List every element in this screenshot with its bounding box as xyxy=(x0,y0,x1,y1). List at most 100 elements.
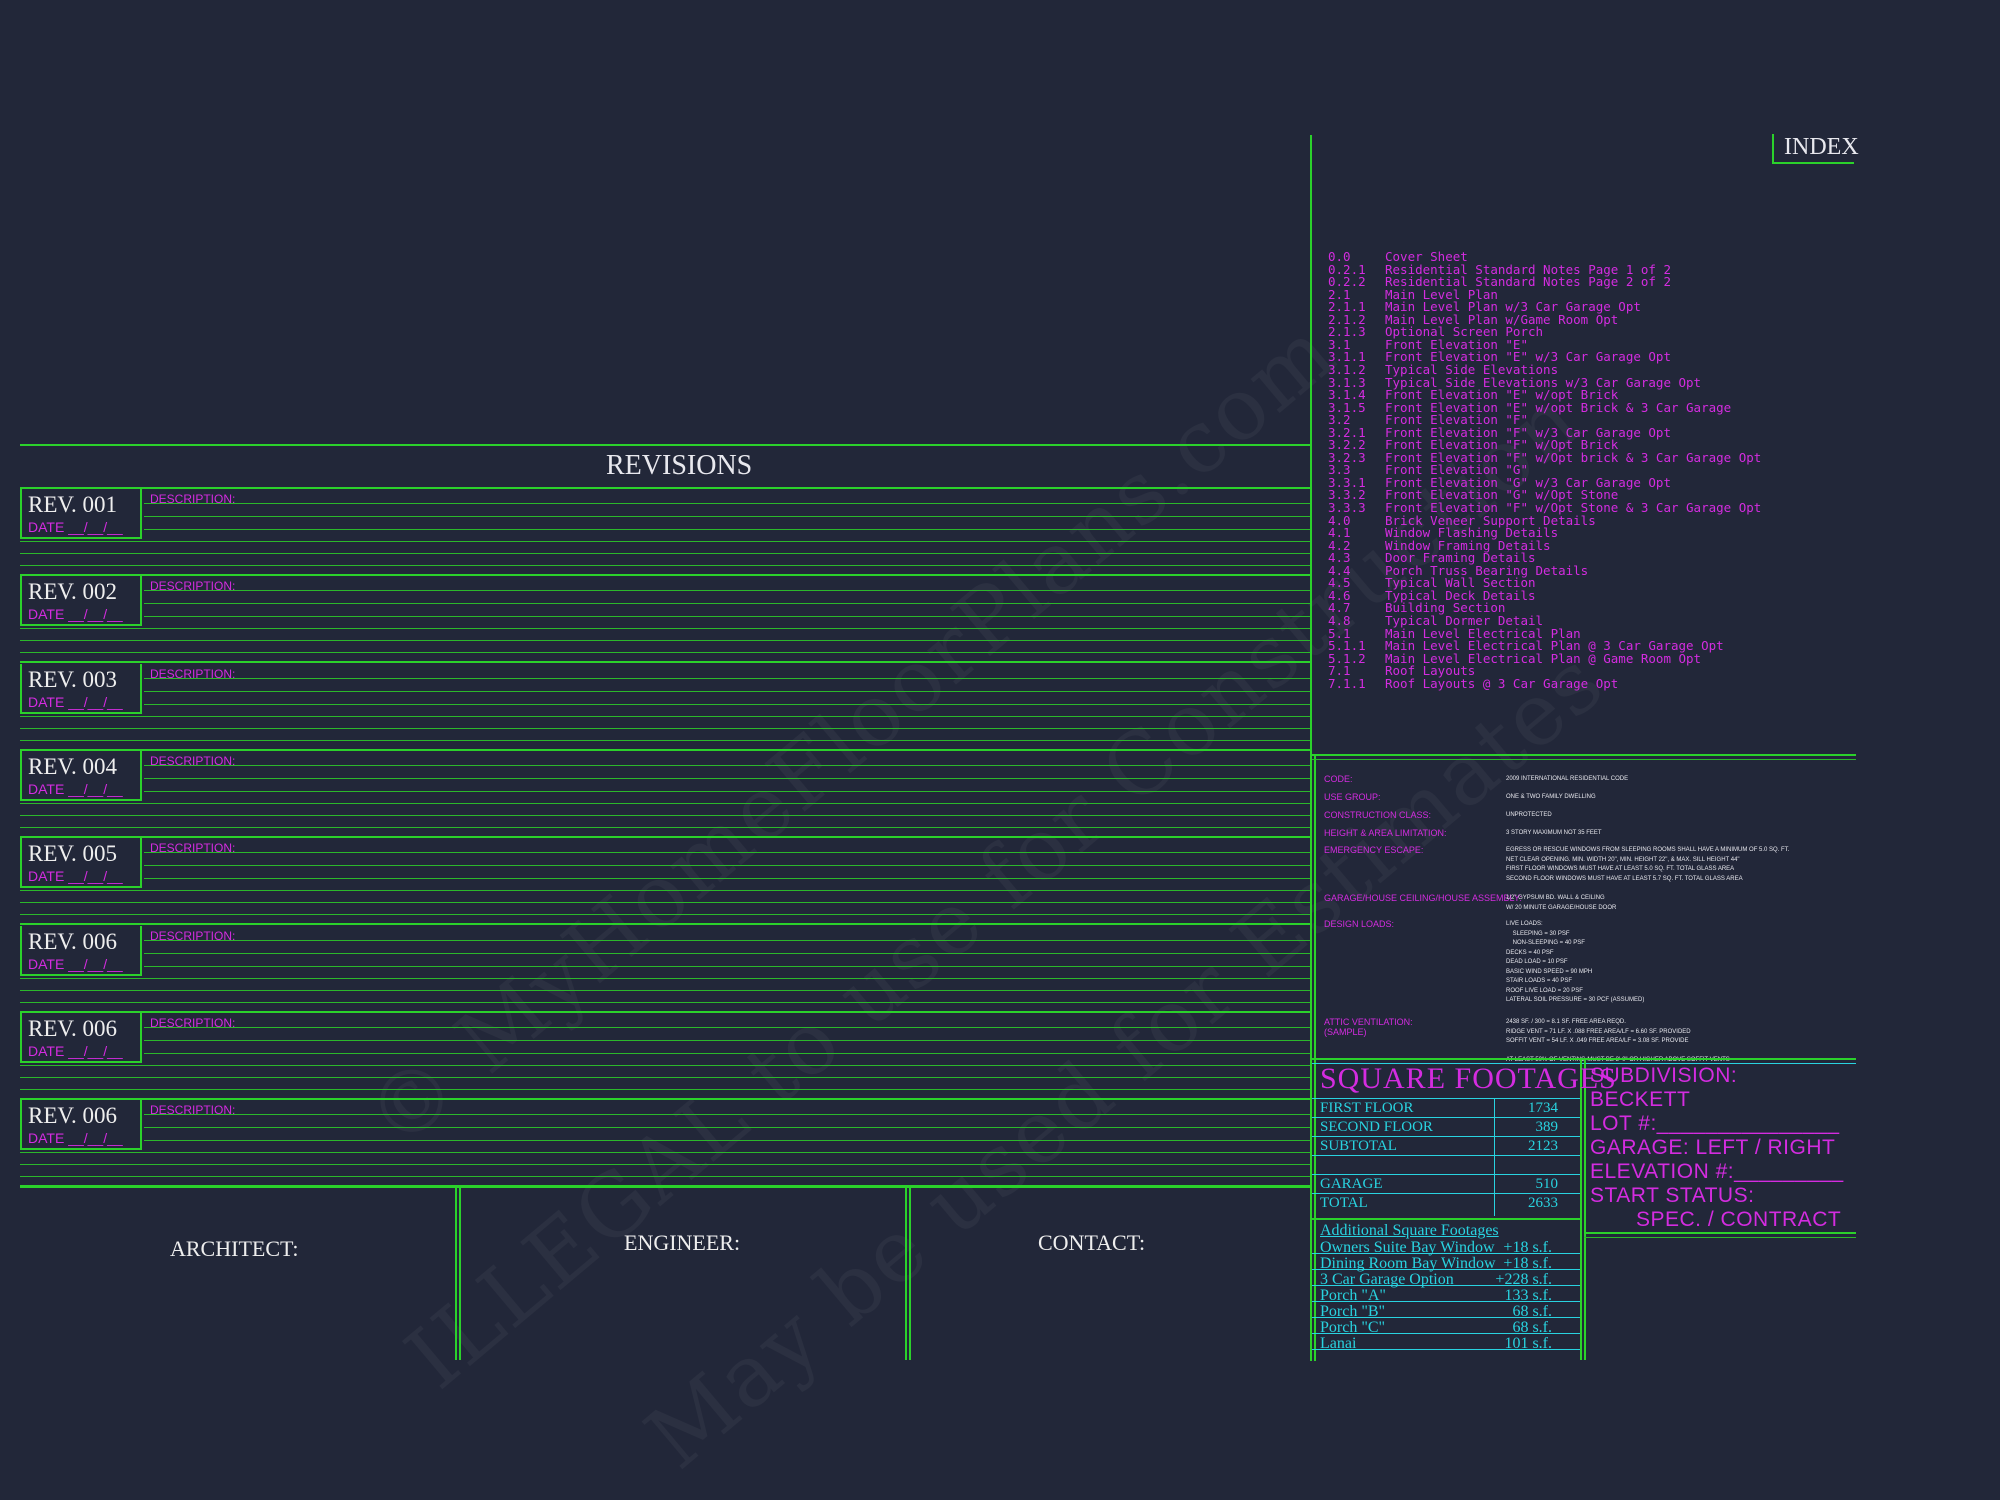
index-sheet-name: Typical Dormer Detail xyxy=(1385,612,1544,628)
start-status-label: START STATUS: xyxy=(1590,1184,1755,1207)
revision-separator xyxy=(20,923,1310,925)
revision-line xyxy=(20,565,1310,566)
index-sheet-number: 3.3 xyxy=(1328,462,1351,478)
index-sheet-name: Front Elevation "E" w/opt Brick & 3 Car … xyxy=(1385,399,1732,415)
index-sheet-number: 3.2.2 xyxy=(1328,437,1366,453)
revision-label: REV. 005 xyxy=(28,841,118,866)
revision-date[interactable]: DATE __/__/__ xyxy=(28,1043,123,1059)
index-sheet-number: 2.1.1 xyxy=(1328,299,1366,315)
revision-description-label: DESCRIPTION: xyxy=(150,754,236,768)
square-footage-value: 389 xyxy=(1535,1119,1559,1135)
revisions-title: REVISIONS xyxy=(606,450,753,481)
revision-date[interactable]: DATE __/__/__ xyxy=(28,868,123,884)
contact-label: CONTACT: xyxy=(1038,1230,1146,1255)
index-sheet-name: Main Level Electrical Plan @ 3 Car Garag… xyxy=(1385,638,1724,654)
subdivision-bottom-border-2 xyxy=(1584,1237,1856,1238)
additional-footage-label: 3 Car Garage Option xyxy=(1320,1271,1454,1288)
code-label: CONSTRUCTION CLASS: xyxy=(1324,810,1432,820)
additional-footages-title: Additional Square Footages xyxy=(1320,1222,1499,1239)
revision-date[interactable]: DATE __/__/__ xyxy=(28,694,123,710)
revision-box xyxy=(20,664,142,714)
revision-line xyxy=(144,516,1310,517)
revision-line xyxy=(20,553,1310,554)
code-label: EMERGENCY ESCAPE: xyxy=(1324,845,1424,855)
revision-date[interactable]: DATE __/__/__ xyxy=(28,781,123,797)
index-sheet-number: 0.0 xyxy=(1328,249,1351,264)
revision-date[interactable]: DATE __/__/__ xyxy=(28,956,123,972)
code-value: 1/2" GYPSUM BD. WALL & CEILING W/ 20 MIN… xyxy=(1506,895,1617,911)
index-bottom-border-2 xyxy=(1312,759,1856,760)
additional-footage-value: +18 s.f. xyxy=(1503,1255,1552,1272)
code-value: 2438 SF. / 300 = 8.1 SF. FREE AREA REQD.… xyxy=(1506,1019,1730,1063)
subdivision-name: BECKETT xyxy=(1590,1088,1691,1111)
revision-label: REV. 006 xyxy=(28,1103,118,1128)
revision-line xyxy=(144,865,1310,866)
revision-date[interactable]: DATE __/__/__ xyxy=(28,606,123,622)
index-sheet-name: Front Elevation "E" w/opt Brick xyxy=(1385,387,1619,403)
square-footage-row-line xyxy=(1312,1098,1580,1099)
index-sheet-number: 4.0 xyxy=(1328,512,1351,528)
index-sheet-name: Front Elevation "G" w/Opt Stone xyxy=(1385,487,1619,503)
index-sheet-number: 4.3 xyxy=(1328,550,1351,566)
index-title: INDEX xyxy=(1784,134,1859,160)
revision-line xyxy=(20,541,1310,542)
revision-line xyxy=(20,815,1310,816)
revision-line xyxy=(20,640,1310,641)
revisions-top-border xyxy=(20,444,1310,446)
revision-box xyxy=(20,838,142,888)
index-sheet-number: 2.1.2 xyxy=(1328,311,1366,327)
architect-label: ARCHITECT: xyxy=(170,1236,299,1261)
index-sheet-name: Front Elevation "G" w/3 Car Garage Opt xyxy=(1385,474,1671,490)
additional-footage-line xyxy=(1312,1317,1580,1318)
revision-line xyxy=(20,1089,1310,1090)
revision-date[interactable]: DATE __/__/__ xyxy=(28,519,123,535)
revision-separator xyxy=(20,574,1310,576)
index-sheet-name: Typical Side Elevations xyxy=(1385,361,1559,377)
square-footage-value: 1734 xyxy=(1528,1100,1558,1116)
revision-date[interactable]: DATE __/__/__ xyxy=(28,1130,123,1146)
revision-description-label: DESCRIPTION: xyxy=(150,1016,236,1030)
index-sheet-number: 5.1 xyxy=(1328,625,1351,641)
index-sheet-name: Front Elevation "G" xyxy=(1385,462,1528,478)
revision-line xyxy=(144,704,1310,705)
revision-line xyxy=(144,1027,1310,1028)
index-sheet-number: 3.3.1 xyxy=(1328,474,1366,490)
revision-line xyxy=(144,1053,1310,1054)
revision-line xyxy=(20,827,1310,828)
additional-footage-label: Dining Room Bay Window xyxy=(1320,1255,1496,1272)
index-sheet-number: 3.1.1 xyxy=(1328,349,1366,365)
revision-line xyxy=(20,1164,1310,1165)
square-footage-row-line xyxy=(1312,1193,1580,1194)
revision-line xyxy=(20,1176,1310,1177)
sf-additional-top xyxy=(1312,1218,1582,1220)
revision-line xyxy=(20,728,1310,729)
revision-line xyxy=(144,852,1310,853)
code-value: 3 STORY MAXIMUM NOT 35 FEET xyxy=(1506,830,1602,836)
revision-box xyxy=(20,489,142,539)
additional-footage-label: Lanai xyxy=(1320,1335,1357,1352)
code-value: UNPROTECTED xyxy=(1506,812,1552,818)
code-label: CODE: xyxy=(1324,774,1353,784)
index-sheet-name: Optional Screen Porch xyxy=(1385,324,1544,340)
additional-footage-label: Owners Suite Bay Window xyxy=(1320,1239,1495,1256)
revision-line xyxy=(144,940,1310,941)
additional-footage-line xyxy=(1312,1349,1580,1350)
index-sheet-name: Typical Deck Details xyxy=(1385,587,1536,603)
revision-box xyxy=(20,1013,142,1063)
